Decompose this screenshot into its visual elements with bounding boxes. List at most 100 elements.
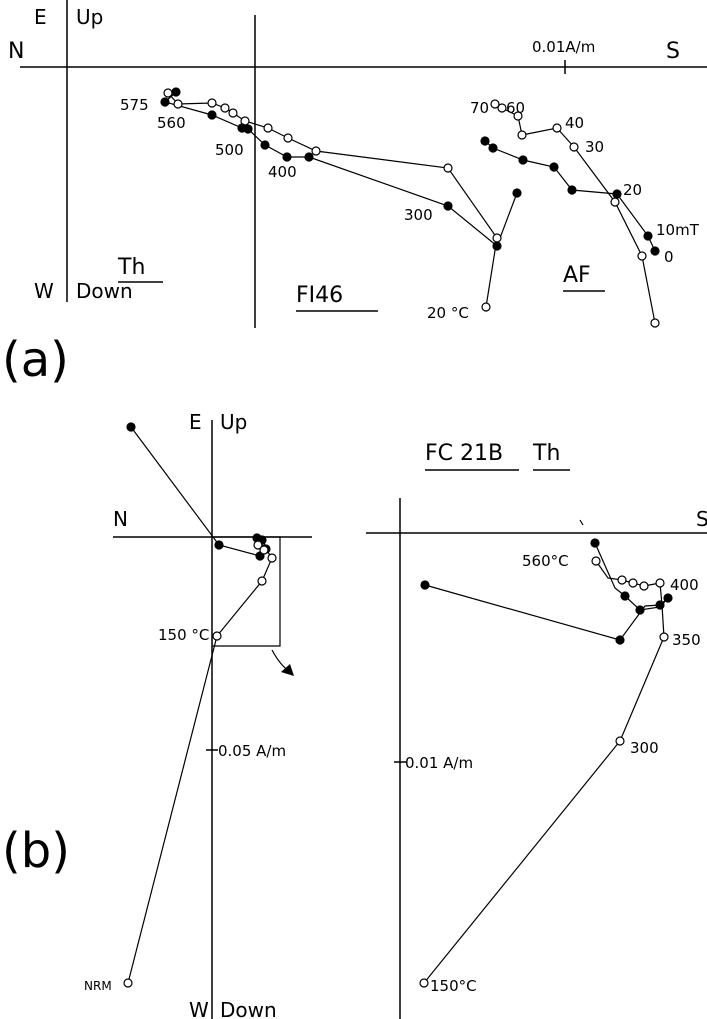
data-point <box>497 103 507 113</box>
panel-b-left-north-label: N <box>113 507 128 531</box>
step-label: 40 <box>565 114 584 132</box>
step-label: 560 <box>157 114 186 132</box>
step-label: 560°C <box>522 552 569 570</box>
data-point <box>617 575 627 585</box>
data-point <box>659 632 669 642</box>
data-point <box>160 97 170 107</box>
panel-a: N E Up S W Down 0.01A/m Th FI46 AF <box>2 0 707 388</box>
data-point <box>492 241 502 251</box>
step-label: 350 <box>672 631 701 649</box>
step-label: NRM <box>84 979 112 993</box>
data-point <box>639 581 649 591</box>
panel-b-right-thermal-label: Th <box>532 441 560 466</box>
data-point <box>517 130 527 140</box>
data-point <box>443 201 453 211</box>
data-point <box>123 978 133 988</box>
data-point <box>610 197 620 207</box>
data-point <box>126 422 136 432</box>
data-point <box>655 600 665 610</box>
step-label: 575 <box>120 96 149 114</box>
panel-a-thermal-hollow-points <box>163 88 502 312</box>
data-point <box>257 576 267 586</box>
step-label: 30 <box>585 138 604 156</box>
data-point <box>253 540 263 550</box>
panel-b-zoom-arrow-head <box>281 664 294 676</box>
panel-b-right-mark <box>579 519 584 526</box>
panel-b-left-west-label: W <box>189 998 209 1019</box>
data-point <box>655 578 665 588</box>
data-point <box>267 553 277 563</box>
data-point <box>549 162 559 172</box>
step-label: 500 <box>215 141 244 159</box>
data-point <box>311 146 321 156</box>
data-point <box>259 545 269 555</box>
data-point <box>263 123 273 133</box>
step-label: 300 <box>404 206 433 224</box>
data-point <box>243 124 253 134</box>
panel-a-east-label: E <box>34 5 47 29</box>
step-label: 20 °C <box>427 304 469 322</box>
step-label: 150 °C <box>158 626 209 644</box>
data-point <box>163 88 173 98</box>
step-label: 20 <box>623 181 642 199</box>
data-point <box>282 152 292 162</box>
data-point <box>513 111 523 121</box>
data-point <box>590 538 600 548</box>
panel-a-thermal-filled-path <box>163 91 518 247</box>
panel-b-left-east-label: E <box>189 410 202 434</box>
panel-b-right: FC 21B Th S 0.01 A/m 560°C 400 350 3 <box>366 441 707 1019</box>
data-point <box>643 231 653 241</box>
data-point <box>615 736 625 746</box>
data-point <box>220 103 230 113</box>
step-label: 70 <box>470 99 489 117</box>
panel-b-left-up-label: Up <box>220 410 247 434</box>
data-point <box>480 136 490 146</box>
data-point <box>212 631 222 641</box>
panel-a-af-filled-path <box>484 140 656 252</box>
panel-b-right-south-label: S <box>696 507 707 531</box>
panel-a-west-label: W <box>34 279 54 303</box>
step-label: 10mT <box>656 221 700 239</box>
data-point <box>567 185 577 195</box>
data-point <box>443 163 453 173</box>
data-point <box>207 110 217 120</box>
panel-a-thermal-hollow-path <box>167 92 498 308</box>
data-point <box>173 99 183 109</box>
data-point <box>260 140 270 150</box>
panel-b-left-down-label: Down <box>220 998 277 1019</box>
data-point <box>569 142 579 152</box>
data-point <box>492 233 502 243</box>
step-label: 400 <box>268 163 297 181</box>
panel-b-right-filled-path <box>424 542 669 641</box>
data-point <box>481 302 491 312</box>
panel-a-af-label: AF <box>563 263 591 288</box>
data-point <box>620 591 630 601</box>
data-point <box>214 540 224 550</box>
panel-b-right-hollow-path <box>423 560 665 984</box>
step-label: 300 <box>630 739 659 757</box>
data-point <box>518 155 528 165</box>
data-point <box>420 580 430 590</box>
panel-b-left-scale-label: 0.05 A/m <box>218 742 286 760</box>
panel-a-up-label: Up <box>76 5 103 29</box>
data-point <box>304 152 314 162</box>
data-point <box>228 108 238 118</box>
data-point <box>650 246 660 256</box>
panel-a-scale-label: 0.01A/m <box>532 38 595 56</box>
data-point <box>283 133 293 143</box>
data-point <box>615 635 625 645</box>
panel-b-left-path <box>127 426 273 984</box>
step-label: 150°C <box>430 977 477 995</box>
panel-a-north-label: N <box>8 39 24 64</box>
data-point <box>637 251 647 261</box>
panel-a-label: (a) <box>2 332 69 388</box>
data-point <box>591 556 601 566</box>
panel-b-right-scale-label: 0.01 A/m <box>405 754 473 772</box>
panel-b-zoom-box <box>212 536 281 647</box>
data-point <box>171 87 181 97</box>
data-point <box>512 188 522 198</box>
data-point <box>612 189 622 199</box>
panel-b-left: E Up N W Down 0.05 A/m 150 °C NRM (b) <box>2 410 312 1019</box>
panel-a-down-label: Down <box>76 279 133 303</box>
data-point <box>207 98 217 108</box>
